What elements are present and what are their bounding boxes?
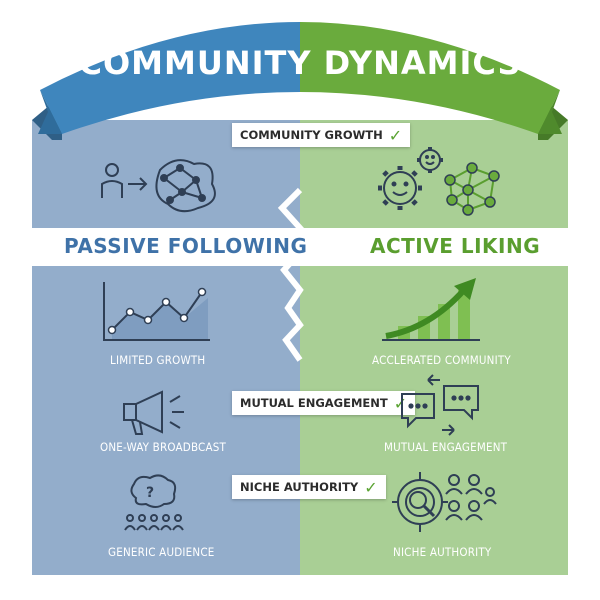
line-chart-icon — [103, 282, 210, 341]
chat-bubbles-icon — [401, 374, 479, 436]
check-icon: ✓ — [364, 477, 378, 497]
chip-label: MUTUAL ENGAGEMENT — [240, 396, 388, 410]
megaphone-icon — [123, 390, 184, 435]
right-heading: ACTIVE LIKING — [370, 234, 541, 258]
chip-community-growth: COMMUNITY GROWTH ✓ — [232, 123, 411, 147]
page-title: COMMUNITY DYNAMICS — [0, 44, 600, 82]
chip-label: COMMUNITY GROWTH — [240, 128, 383, 142]
svg-text:?: ? — [146, 485, 154, 501]
person-to-network-icon — [101, 159, 216, 213]
question-audience-icon: ? — [124, 474, 184, 531]
check-icon: ✓ — [388, 125, 403, 145]
chip-label: NICHE AUTHORITY — [240, 480, 359, 494]
left-heading: PASSIVE FOLLOWING — [64, 234, 308, 258]
caption-generic-audience: GENERIC AUDIENCE — [108, 545, 215, 559]
chip-niche-authority: NICHE AUTHORITY ✓ — [232, 475, 386, 499]
heading-band — [32, 228, 568, 266]
caption-niche-authority: NICHE AUTHORITY — [393, 545, 492, 559]
zigzag-divider — [277, 187, 305, 362]
title-dynamics: DYNAMICS — [323, 44, 522, 82]
title-ribbon — [32, 22, 568, 140]
check-icon: ✓ — [393, 393, 408, 413]
chip-mutual-engagement: MUTUAL ENGAGEMENT ✓ — [232, 391, 416, 415]
caption-one-way-broadcast: ONE-WAY BROADBCAST — [100, 440, 227, 454]
gears-network-icon — [378, 147, 500, 216]
title-community: COMMUNITY — [78, 44, 312, 82]
caption-limited-growth: LIMITED GROWTH — [110, 353, 206, 367]
caption-accelerated-community: ACCLERATED COMMUNITY — [372, 353, 511, 367]
growth-bar-chart-icon — [382, 278, 480, 341]
target-magnifier-people-icon — [392, 472, 497, 532]
caption-mutual-engagement: MUTUAL ENGAGEMENT — [384, 440, 508, 454]
left-panel — [32, 120, 300, 575]
